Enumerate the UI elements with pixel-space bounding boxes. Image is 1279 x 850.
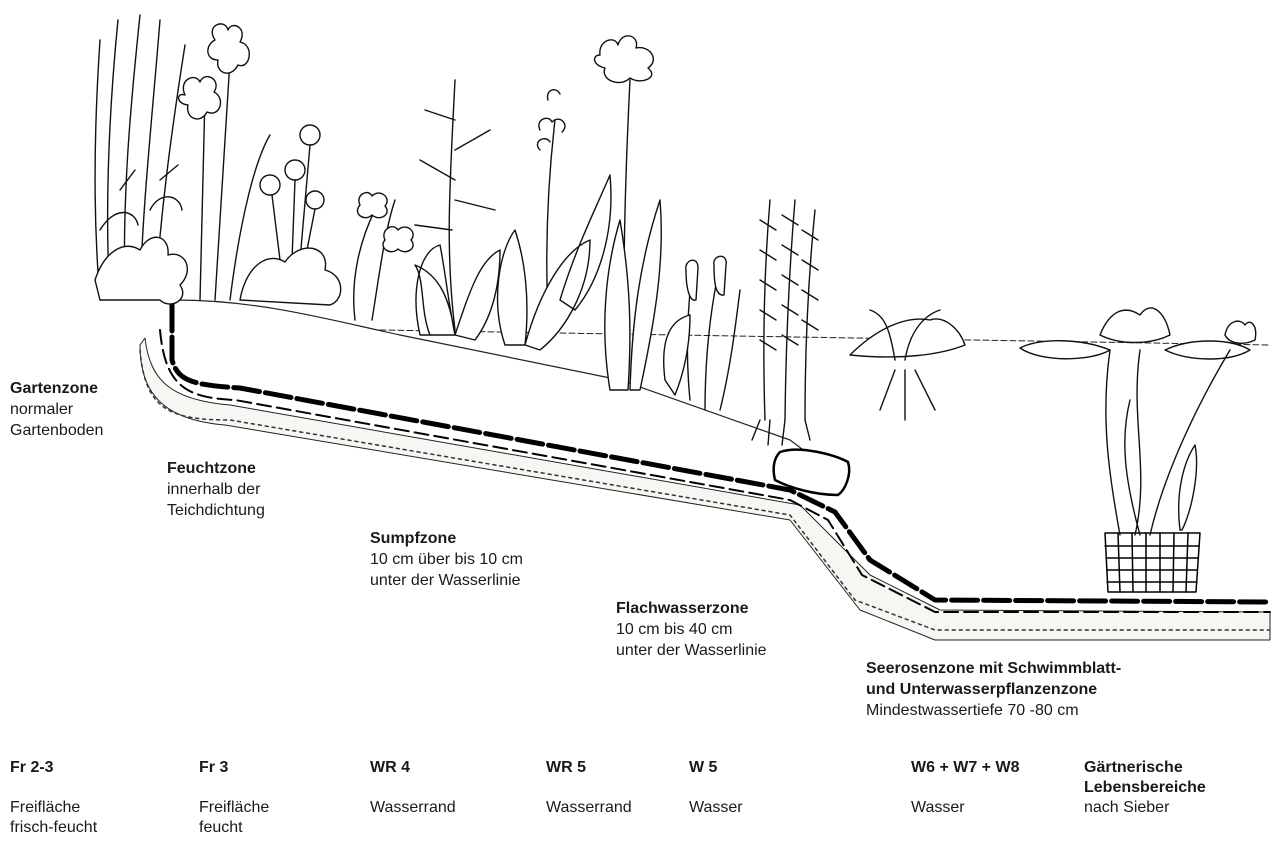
legend-title: Lebensbereiche (1084, 778, 1206, 798)
lebensbereich-desc: Freifläche (199, 798, 269, 818)
lebensbereich-wr-4: WR 4 Wasserrand (370, 758, 456, 818)
zone-line: normaler (10, 399, 103, 420)
lebensbereich-desc: Wasserrand (546, 798, 632, 818)
planting-basket (1105, 533, 1200, 592)
zone-line: Teichdichtung (167, 500, 265, 521)
lebensbereich-fr-2-3: Fr 2-3 Freifläche frisch-feucht (10, 758, 97, 838)
zone-title: Sumpfzone (370, 528, 523, 549)
lebensbereich-desc: feucht (199, 818, 269, 838)
lebensbereich-code: WR 5 (546, 758, 632, 798)
lebensbereich-desc: Wasser (911, 798, 1019, 818)
wet-zone-plants (240, 125, 413, 320)
garden-zone-plants (95, 15, 270, 304)
lebensbereich-desc: Wasser (689, 798, 743, 818)
lebensbereich-desc: Freifläche (10, 798, 97, 818)
zone-title: und Unterwasserpflanzenzone (866, 679, 1121, 700)
marsh-zone-plants (415, 36, 661, 390)
lebensbereich-legend: Gärtnerische Lebensbereiche nach Sieber (1084, 758, 1206, 818)
shallow-water-plants (664, 200, 965, 445)
zone-line: unter der Wasserlinie (370, 570, 523, 591)
liner-underlay (160, 330, 1270, 612)
zone-label-garten: Gartenzone normaler Gartenboden (10, 378, 103, 441)
zone-title: Flachwasserzone (616, 598, 767, 619)
zone-line: Gartenboden (10, 420, 103, 441)
water-lily (1020, 308, 1256, 535)
lebensbereich-fr-3: Fr 3 Freifläche feucht (199, 758, 269, 838)
zone-label-feucht: Feuchtzone innerhalb der Teichdichtung (167, 458, 265, 521)
zone-title: Feuchtzone (167, 458, 265, 479)
zone-line: innerhalb der (167, 479, 265, 500)
zone-label-sumpf: Sumpfzone 10 cm über bis 10 cm unter der… (370, 528, 523, 591)
zone-line: 10 cm bis 40 cm (616, 619, 767, 640)
zone-title: Seerosenzone mit Schwimmblatt- (866, 658, 1121, 679)
lebensbereich-wr-5: WR 5 Wasserrand (546, 758, 632, 818)
lebensbereich-code: W 5 (689, 758, 743, 798)
lebensbereich-w-5: W 5 Wasser (689, 758, 743, 818)
lebensbereich-desc: frisch-feucht (10, 818, 97, 838)
zone-label-flachwasser: Flachwasserzone 10 cm bis 40 cm unter de… (616, 598, 767, 661)
lebensbereich-code: WR 4 (370, 758, 456, 798)
lebensbereich-code: Fr 3 (199, 758, 269, 798)
zone-line: unter der Wasserlinie (616, 640, 767, 661)
zone-line: Mindestwassertiefe 70 -80 cm (866, 700, 1121, 721)
zone-title: Gartenzone (10, 378, 103, 399)
lebensbereich-w6-w7-w8: W6 + W7 + W8 Wasser (911, 758, 1019, 818)
zone-label-seerosen: Seerosenzone mit Schwimmblatt- und Unter… (866, 658, 1121, 721)
lebensbereich-code: Fr 2-3 (10, 758, 97, 798)
lebensbereich-desc: Wasserrand (370, 798, 456, 818)
zone-line: 10 cm über bis 10 cm (370, 549, 523, 570)
lebensbereich-code: W6 + W7 + W8 (911, 758, 1019, 798)
legend-source: nach Sieber (1084, 798, 1206, 818)
legend-title: Gärtnerische (1084, 758, 1206, 778)
